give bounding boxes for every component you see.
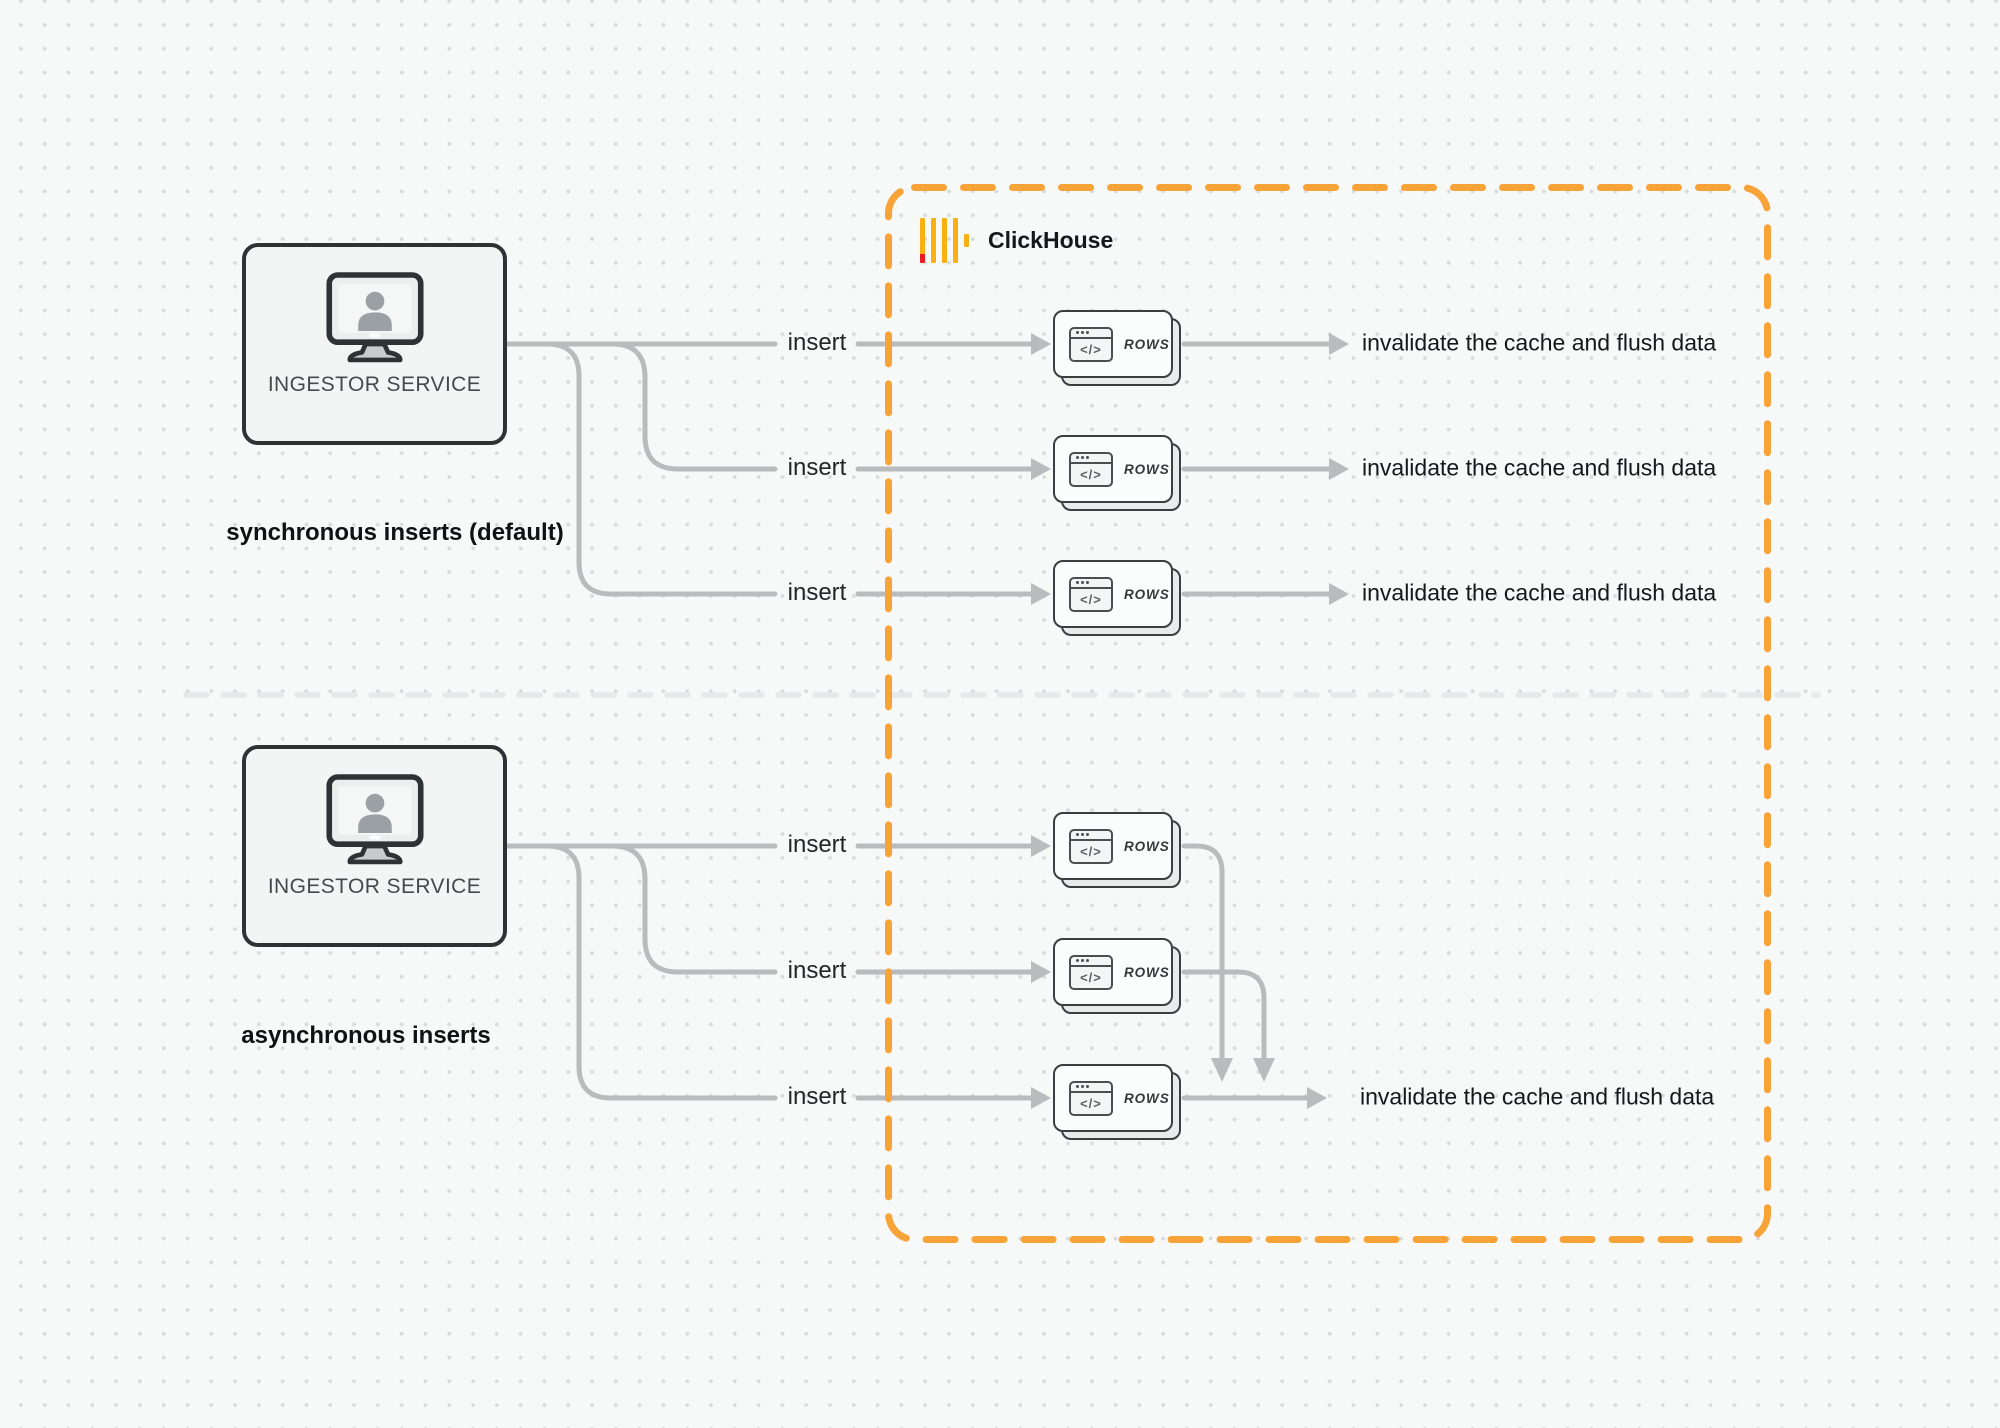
- arrowhead-icon: [1307, 1087, 1327, 1109]
- sync-wire-row3-a: [504, 341, 778, 597]
- clickhouse-bars-logo: [920, 217, 969, 263]
- browser-code-icon: </>: [1069, 326, 1113, 362]
- clickhouse-title: ClickHouse: [988, 226, 1114, 253]
- rows-card: </> ROWS: [1053, 435, 1181, 511]
- arrowhead-icon: [1031, 961, 1051, 983]
- rows-card-label: ROWS: [1124, 586, 1170, 602]
- arrowhead-icon: [1329, 583, 1349, 605]
- sync-wire-row2-a: [504, 341, 778, 472]
- insert-label: insert: [787, 328, 847, 356]
- async-merge-wire-1: [1181, 843, 1225, 1061]
- result-label: invalidate the cache and flush data: [1362, 329, 1717, 356]
- result-label: invalidate the cache and flush data: [1362, 579, 1717, 606]
- rows-card: </> ROWS: [1053, 560, 1181, 636]
- browser-code-icon: </>: [1069, 828, 1113, 864]
- insert-label: insert: [787, 453, 847, 481]
- result-label: invalidate the cache and flush data: [1362, 454, 1717, 481]
- browser-code-icon: </>: [1069, 1080, 1113, 1116]
- rows-card-label: ROWS: [1124, 336, 1170, 352]
- arrowhead-icon: [1031, 458, 1051, 480]
- rows-card-label: ROWS: [1124, 1090, 1170, 1106]
- clickhouse-logo: ClickHouse: [920, 217, 1113, 263]
- service-label: INGESTOR SERVICE: [267, 373, 482, 396]
- browser-code-icon: </>: [1069, 954, 1113, 990]
- arrowhead-icon: [1211, 1058, 1233, 1082]
- rows-card-label: ROWS: [1124, 838, 1170, 854]
- monitor-user-icon: [325, 774, 424, 865]
- arrowhead-icon: [1031, 835, 1051, 857]
- arrowhead-icon: [1031, 1087, 1051, 1109]
- ingestor-service-box-async: INGESTOR SERVICE: [242, 745, 507, 947]
- async-section-caption: asynchronous inserts: [241, 1022, 491, 1049]
- service-label: INGESTOR SERVICE: [267, 875, 482, 898]
- insert-label: insert: [787, 578, 847, 606]
- insert-label: insert: [787, 830, 847, 858]
- monitor-user-icon: [325, 272, 424, 363]
- arrowhead-icon: [1031, 333, 1051, 355]
- rows-card-label: ROWS: [1124, 964, 1170, 980]
- ingestor-service-box-sync: INGESTOR SERVICE: [242, 243, 507, 445]
- clickhouse-boundary: [885, 184, 1771, 1243]
- async-wire-row3-a: [504, 843, 778, 1101]
- browser-code-icon: </>: [1069, 451, 1113, 487]
- async-merge-wire-2: [1181, 969, 1267, 1061]
- browser-code-icon: </>: [1069, 576, 1113, 612]
- result-label: invalidate the cache and flush data: [1360, 1083, 1715, 1110]
- arrowhead-icon: [1329, 458, 1349, 480]
- rows-card: </> ROWS: [1053, 1064, 1181, 1140]
- rows-card: </> ROWS: [1053, 938, 1181, 1014]
- rows-card: </> ROWS: [1053, 812, 1181, 888]
- sync-section-caption: synchronous inserts (default): [226, 519, 564, 546]
- insert-label: insert: [787, 1082, 847, 1110]
- rows-card-label: ROWS: [1124, 461, 1170, 477]
- insert-label: insert: [787, 956, 847, 984]
- arrowhead-icon: [1329, 333, 1349, 355]
- async-wire-row2-a: [504, 843, 778, 975]
- rows-card: </> ROWS: [1053, 310, 1181, 386]
- arrowhead-icon: [1031, 583, 1051, 605]
- arrowhead-icon: [1253, 1058, 1275, 1082]
